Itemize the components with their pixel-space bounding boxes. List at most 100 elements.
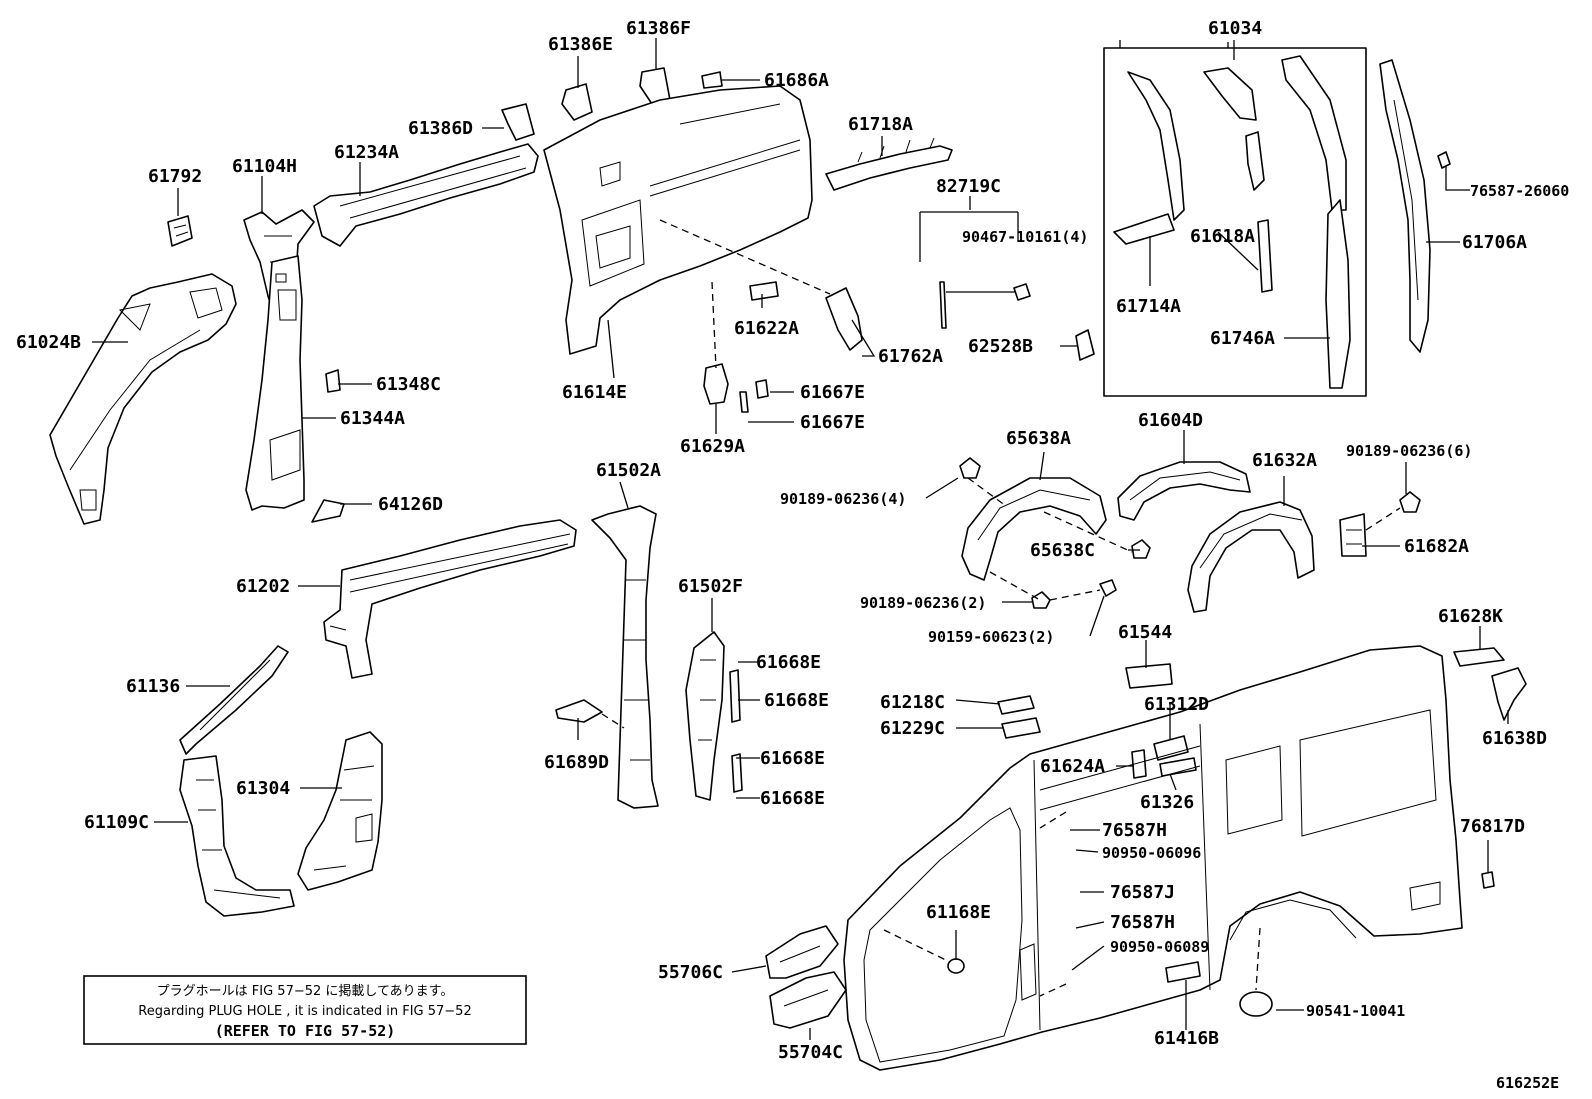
label-61614E: 61614E [562,382,627,403]
label-65638C: 65638C [1030,540,1095,561]
part-61202 [323,519,577,679]
part-61024B [49,273,237,525]
part-55706C [765,925,839,979]
label-61668E-1: 61668E [756,652,821,673]
part-61348C [325,369,341,393]
part-82719C [939,281,1031,329]
label-61689D: 61689D [544,752,609,773]
label-61168E: 61168E [926,902,991,923]
part-61689D [555,699,603,723]
part-62528B [1075,329,1095,361]
leader-lines [92,38,1509,1040]
part-61622A [749,281,779,301]
part-61304 [297,731,383,891]
part-61629A [703,363,729,405]
vehicle-body-outline [843,645,1463,1071]
label-90541-10041: 90541-10041 [1306,1002,1405,1020]
part-61136 [179,645,289,755]
label-61746A: 61746A [1210,328,1275,349]
part-61638D [1491,667,1527,721]
label-76817D: 76817D [1460,816,1525,837]
kit-61034-box [1103,47,1367,397]
part-61762A [825,287,863,351]
part-61416B [1165,961,1201,983]
assembly-dashed-lines [601,219,1401,997]
part-61168E [947,958,965,974]
part-61614E [543,85,813,355]
label-90950-06089: 90950-06089 [1110,938,1209,956]
label-76587J: 76587J [1110,882,1175,903]
part-76817D [1481,871,1495,889]
label-61109C: 61109C [84,812,149,833]
part-61792 [167,215,193,247]
label-61668E-3: 61668E [760,748,825,769]
label-61229C: 61229C [880,718,945,739]
part-61544 [1125,663,1173,689]
label-90189-06236-6: 90189-06236(6) [1346,442,1472,460]
label-61502A: 61502A [596,460,661,481]
clip-90189-06236-2 [1031,591,1051,609]
part-61604D [1117,461,1251,521]
label-61667E-1: 61667E [800,382,865,403]
part-61502F [685,631,725,801]
label-61386D: 61386D [408,118,473,139]
part-64126D [311,499,345,523]
figure-id: 616252E [1496,1074,1559,1092]
label-61416B: 61416B [1154,1028,1219,1049]
plug-hole-note: プラグホールは FIG 57−52 に掲載してあります。 Regarding P… [83,975,527,1045]
label-61686A: 61686A [764,70,829,91]
note-line-refer: (REFER TO FIG 57-52) [215,1022,396,1040]
label-61714A: 61714A [1116,296,1181,317]
label-90189-06236-2: 90189-06236(2) [860,594,986,612]
label-61624A: 61624A [1040,756,1105,777]
label-61668E-4: 61668E [760,788,825,809]
label-61544: 61544 [1118,622,1172,643]
label-61618A: 61618A [1190,226,1255,247]
part-61386D [501,103,535,141]
label-61348C: 61348C [376,374,441,395]
label-61792: 61792 [148,166,202,187]
label-61706A: 61706A [1462,232,1527,253]
part-61668E-set [729,669,743,793]
label-61682A: 61682A [1404,536,1469,557]
note-line-jp: プラグホールは FIG 57−52 に掲載してあります。 [157,983,454,999]
label-61104H: 61104H [232,156,297,177]
label-61024B: 61024B [16,332,81,353]
label-61668E-2: 61668E [764,690,829,711]
label-61202: 61202 [236,576,290,597]
part-55704C [769,971,847,1029]
label-61632A: 61632A [1252,450,1317,471]
label-61218C: 61218C [880,692,945,713]
part-61628K [1453,647,1505,667]
label-61304: 61304 [236,778,290,799]
label-76587H-1: 76587H [1102,820,1167,841]
label-64126D: 64126D [378,494,443,515]
part-61682A [1339,513,1367,557]
label-65638A: 65638A [1006,428,1071,449]
label-90950-06096: 90950-06096 [1102,844,1201,862]
part-61686A [701,71,723,89]
label-61312D: 61312D [1144,694,1209,715]
label-90159-60623: 90159-60623(2) [928,628,1054,646]
part-61229C [1001,717,1041,739]
label-61718A: 61718A [848,114,913,135]
part-76587-26060 [1437,151,1451,169]
label-61667E-2: 61667E [800,412,865,433]
part-61718A [825,137,953,191]
label-61344A: 61344A [340,408,405,429]
label-61502F: 61502F [678,576,743,597]
label-61034: 61034 [1208,18,1262,39]
clip-90189-06236-4 [959,457,981,479]
label-61386E: 61386E [548,34,613,55]
part-61234A [313,143,539,247]
label-82719C: 82719C [936,176,1001,197]
part-61667E-a [755,379,769,399]
note-line-en: Regarding PLUG HOLE , it is indicated in… [138,1004,471,1019]
label-90467-10161: 90467-10161(4) [962,228,1088,246]
label-61386F: 61386F [626,18,691,39]
label-62528B: 62528B [968,336,1033,357]
part-61502A [591,505,659,809]
part-61706A [1379,59,1431,353]
part-65638A [961,477,1107,581]
